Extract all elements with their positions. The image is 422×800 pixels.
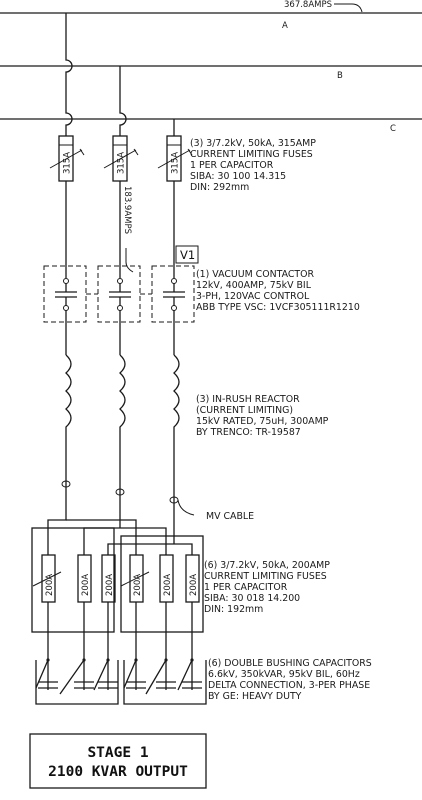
contactor-tag-box bbox=[175, 245, 199, 264]
reactor-note-2: (CURRENT LIMITING) bbox=[196, 405, 293, 416]
fuse-200a-2: 200A bbox=[77, 554, 92, 603]
capacitor-distribution bbox=[31, 510, 204, 633]
phase-feeders bbox=[65, 13, 175, 136]
cap-fuse-note-5: DIN: 192mm bbox=[204, 604, 263, 615]
cap-fuse-note-2: CURRENT LIMITING FUSES bbox=[204, 571, 327, 582]
capacitor-note-2: 6.6kV, 350kVAR, 95kV BIL, 60Hz bbox=[208, 669, 360, 680]
line-fuse-note-5: DIN: 292mm bbox=[190, 182, 249, 193]
svg-text:315A: 315A bbox=[171, 152, 181, 174]
stage-title: STAGE 1 bbox=[87, 745, 148, 761]
reactor-notes: (3) IN-RUSH REACTOR (CURRENT LIMITING) 1… bbox=[196, 394, 329, 438]
line-fuse-note-4: SIBA: 30 100 14.315 bbox=[190, 171, 286, 182]
capacitor-2 bbox=[74, 681, 94, 689]
mv-cable-markers bbox=[61, 480, 195, 516]
inrush-reactors bbox=[65, 354, 180, 544]
svg-text:315A: 315A bbox=[117, 152, 127, 174]
vacuum-contactor bbox=[43, 265, 195, 323]
svg-text:200A: 200A bbox=[81, 574, 91, 596]
contactor-note-4: ABB TYPE VSC: 1VCF305111R1210 bbox=[196, 302, 360, 313]
fuse-315a-c: 315A bbox=[157, 135, 193, 182]
bus-current-leader bbox=[334, 3, 363, 13]
line-fuse-note-3: 1 PER CAPACITOR bbox=[190, 160, 274, 171]
capacitor-note-1: (6) DOUBLE BUSHING CAPACITORS bbox=[208, 658, 372, 669]
bus-current-label: 367.8AMPS bbox=[284, 0, 332, 10]
capacitor-bank bbox=[35, 602, 207, 705]
line-fuse-note-2: CURRENT LIMITING FUSES bbox=[190, 149, 313, 160]
svg-text:200A: 200A bbox=[163, 574, 173, 596]
capacitor-note-4: BY GE: HEAVY DUTY bbox=[208, 691, 302, 702]
stage-output: 2100 KVAR OUTPUT bbox=[48, 764, 188, 780]
capacitor-note-3: DELTA CONNECTION, 3-PER PHASE bbox=[208, 680, 370, 691]
capacitor-6 bbox=[182, 681, 202, 689]
capacitor-4 bbox=[126, 681, 146, 689]
line-fuse-note-1: (3) 3/7.2kV, 50kA, 315AMP bbox=[190, 138, 316, 149]
contactor-to-reactor-leads bbox=[65, 310, 175, 355]
svg-text:315A: 315A bbox=[63, 152, 73, 174]
reactor-b bbox=[119, 354, 126, 528]
contactor-note-1: (1) VACUUM CONTACTOR bbox=[196, 269, 314, 280]
svg-text:200A: 200A bbox=[105, 574, 115, 596]
svg-text:200A: 200A bbox=[189, 574, 199, 596]
phase-a-label: A bbox=[282, 21, 288, 31]
reactor-note-3: 15kV RATED, 75uH, 300AMP bbox=[196, 416, 329, 427]
svg-text:200A: 200A bbox=[45, 574, 55, 596]
capacitor-fuses: 200A 200A 200A 200A 200A 200A bbox=[32, 554, 200, 603]
reactor-note-1: (3) IN-RUSH REACTOR bbox=[196, 394, 300, 405]
phase-current-label: 183.9AMPS bbox=[122, 186, 132, 234]
cap-fuse-notes: (6) 3/7.2kV, 50kA, 200AMP CURRENT LIMITI… bbox=[204, 560, 330, 615]
contactor-tag: V1 bbox=[180, 248, 195, 262]
cap-fuse-note-3: 1 PER CAPACITOR bbox=[204, 582, 288, 593]
capacitor-3 bbox=[98, 681, 118, 689]
contactor-note-2: 12kV, 400AMP, 75kV BIL bbox=[196, 280, 312, 291]
fuse-to-contactor-leads bbox=[65, 181, 175, 278]
line-fuses: 315A 315A 315A bbox=[49, 135, 193, 182]
capacitor-notes: (6) DOUBLE BUSHING CAPACITORS 6.6kV, 350… bbox=[208, 658, 372, 702]
mv-cable-label: MV CABLE bbox=[206, 511, 254, 522]
capacitor-5 bbox=[156, 681, 176, 689]
fuse-200a-5: 200A bbox=[159, 554, 174, 603]
contactor-note-3: 3-PH, 120VAC CONTROL bbox=[196, 291, 310, 302]
svg-text:200A: 200A bbox=[133, 574, 143, 596]
contactor-notes: (1) VACUUM CONTACTOR 12kV, 400AMP, 75kV … bbox=[196, 269, 360, 313]
fuse-200a-3: 200A bbox=[101, 554, 116, 603]
bus-bars bbox=[0, 12, 422, 120]
fuse-200a-6: 200A bbox=[185, 554, 200, 603]
fuse-200a-1: 200A bbox=[32, 554, 62, 603]
reactor-note-4: BY TRENCO: TR-19587 bbox=[196, 427, 301, 438]
reactor-a bbox=[65, 354, 72, 510]
fuse-200a-4: 200A bbox=[120, 554, 150, 603]
phase-c-label: C bbox=[390, 124, 396, 134]
capacitor-1 bbox=[38, 681, 58, 689]
fuse-315a-b: 315A bbox=[103, 135, 139, 182]
cap-fuse-note-1: (6) 3/7.2kV, 50kA, 200AMP bbox=[204, 560, 330, 571]
phase-b-label: B bbox=[337, 71, 343, 81]
line-fuse-notes: (3) 3/7.2kV, 50kA, 315AMP CURRENT LIMITI… bbox=[190, 138, 316, 193]
fuse-315a-a: 315A bbox=[49, 135, 85, 182]
cap-fuse-note-4: SIBA: 30 018 14.200 bbox=[204, 593, 300, 604]
phase-current-leader bbox=[125, 248, 134, 273]
reactor-c bbox=[173, 354, 180, 544]
stage-box: STAGE 1 2100 KVAR OUTPUT bbox=[29, 733, 207, 789]
